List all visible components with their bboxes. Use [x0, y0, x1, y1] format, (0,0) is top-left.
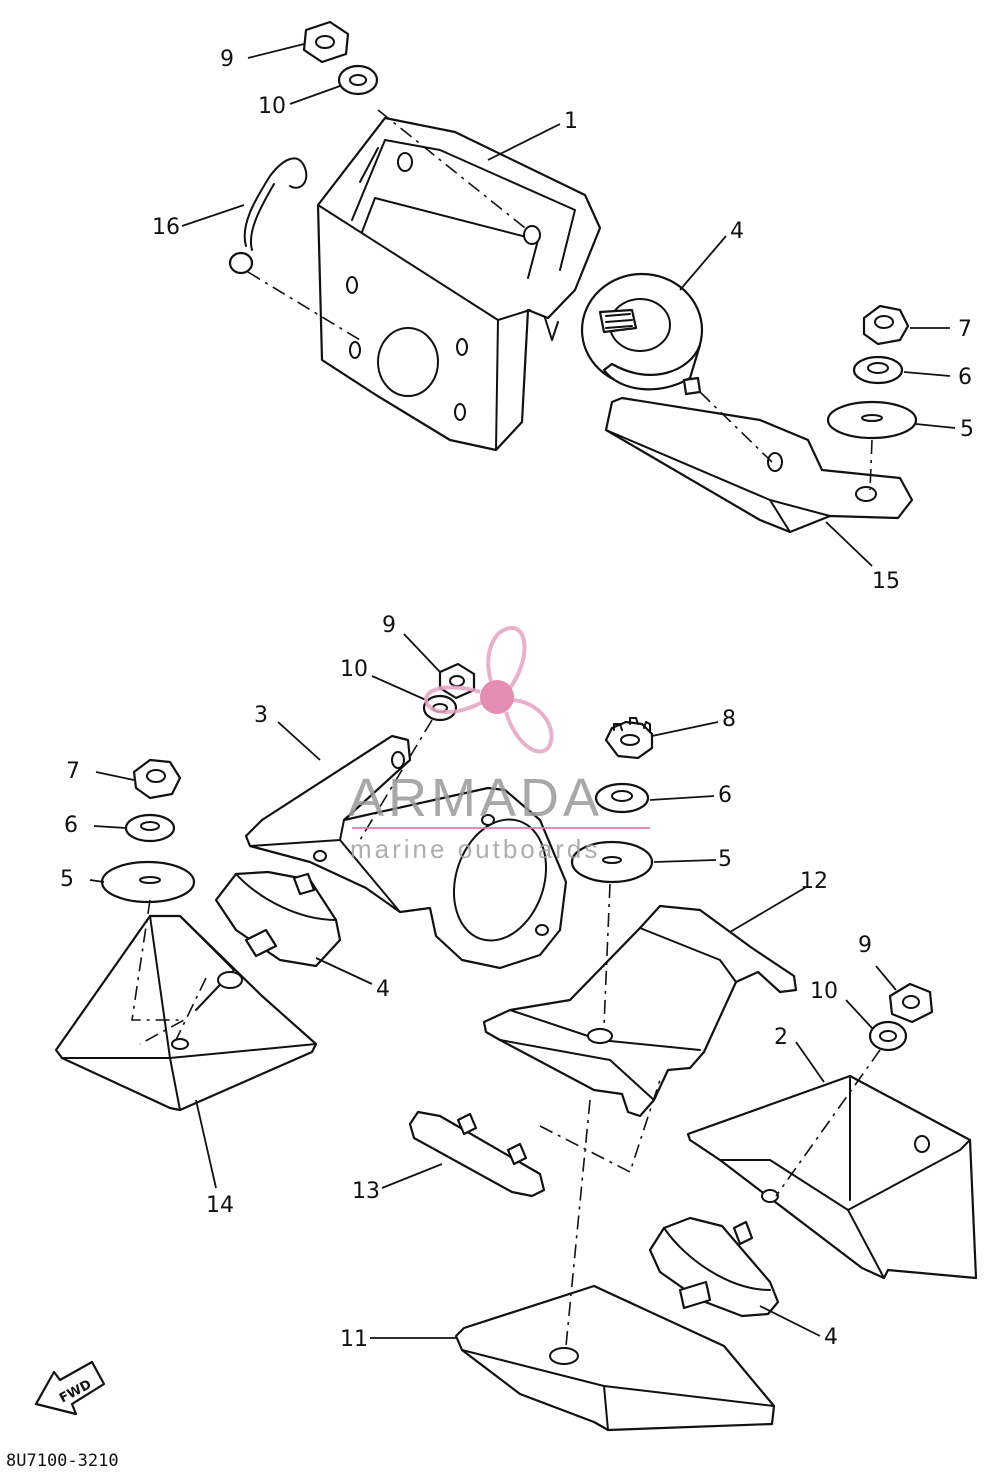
callout-4-bottom-b: 4 [824, 1325, 838, 1350]
part-bracket-12 [482, 904, 798, 1118]
part-mount-4-bottom-a [214, 870, 342, 968]
callout-12: 12 [800, 869, 828, 894]
part-bracket-2 [686, 1074, 978, 1280]
callout-10-bottom-a: 10 [340, 657, 368, 682]
callout-3: 3 [254, 703, 268, 728]
part-nut-7-top [862, 304, 910, 346]
part-bracket-15 [604, 396, 914, 534]
watermark-tagline: marine outboards [350, 834, 600, 864]
part-lockwasher-6-bottom-b [594, 782, 650, 814]
part-washer-10-top [337, 64, 379, 96]
callout-16: 16 [152, 215, 180, 240]
part-lockwasher-6-top [852, 355, 904, 385]
part-nut-9-bottom-b [888, 982, 934, 1024]
callout-7-top: 7 [958, 317, 972, 342]
watermark-brand: ARMADA [348, 768, 603, 828]
part-washer-5-bottom-a [100, 860, 196, 904]
callout-11: 11 [340, 1327, 368, 1352]
part-mount-4-bottom-b [648, 1216, 780, 1318]
part-bracket-11 [454, 1284, 776, 1432]
callout-6-bottom-b: 6 [718, 783, 732, 808]
top-assembly: 9 10 1 16 4 7 6 5 15 [152, 20, 974, 594]
callout-5-bottom-b: 5 [718, 847, 732, 872]
callout-10-top: 10 [258, 94, 286, 119]
callout-13: 13 [352, 1179, 380, 1204]
bottom-assembly: 9 10 3 8 7 6 6 5 5 12 4 9 10 2 14 13 4 1… [54, 613, 978, 1432]
callout-9-bottom-b: 9 [858, 933, 872, 958]
part-washer-10-bottom-b [868, 1020, 908, 1052]
part-mount-4-top [580, 272, 704, 396]
part-washer-5-top [826, 400, 918, 440]
part-lockwasher-6-bottom-a [124, 813, 176, 843]
top-callouts: 9 10 1 16 4 7 6 5 15 [152, 47, 974, 594]
bottom-callouts: 9 10 3 8 7 6 6 5 5 12 4 9 10 2 14 13 4 1… [60, 613, 872, 1352]
part-clip-16 [228, 157, 308, 275]
part-castle-nut-8 [604, 717, 654, 760]
callout-4-bottom-a: 4 [376, 977, 390, 1002]
callout-1: 1 [564, 109, 578, 134]
callout-6-bottom-a: 6 [64, 813, 78, 838]
bottom-leaders [89, 633, 897, 1339]
part-nut-7-bottom [132, 758, 182, 800]
top-centerlines [247, 109, 873, 491]
callout-14: 14 [206, 1193, 234, 1218]
part-nut-9-bottom-a [438, 662, 476, 700]
callout-8: 8 [722, 707, 736, 732]
part-bracket-3 [244, 734, 568, 970]
callout-5-bottom-a: 5 [60, 867, 74, 892]
part-bracket-1 [316, 116, 602, 452]
bottom-centerlines [131, 719, 881, 1347]
callout-4-top: 4 [730, 219, 744, 244]
part-code: 8U7100-3210 [6, 1451, 119, 1471]
part-washer-5-bottom-b [570, 840, 654, 884]
propeller-logo-icon [423, 625, 554, 754]
callout-7-bottom: 7 [66, 759, 80, 784]
callout-9-top: 9 [220, 47, 234, 72]
top-leaders [181, 43, 956, 567]
fwd-arrow: FWD [34, 1360, 106, 1416]
callout-2: 2 [774, 1025, 788, 1050]
part-bracket-14 [54, 914, 318, 1112]
callout-6-top: 6 [958, 365, 972, 390]
callout-9-bottom-a: 9 [382, 613, 396, 638]
watermark: ARMADA marine outboards [348, 625, 650, 864]
part-bar-13 [408, 1110, 546, 1198]
part-nut-9-top [302, 20, 350, 64]
callout-15: 15 [872, 569, 900, 594]
callout-5-top: 5 [960, 417, 974, 442]
callout-10-bottom-b: 10 [810, 979, 838, 1004]
